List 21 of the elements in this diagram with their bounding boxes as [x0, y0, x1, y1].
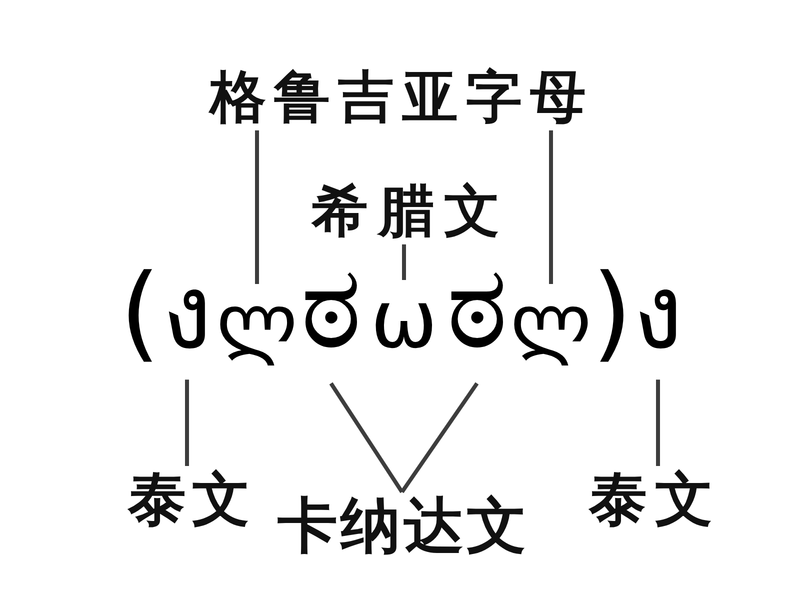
leader-line	[185, 380, 189, 466]
script-name-label: 希腊文	[302, 180, 510, 244]
script-name-label: 格鲁吉亚字母	[202, 66, 594, 130]
kaomoji-character: ง	[162, 260, 212, 380]
kaomoji-character: ლ	[216, 284, 298, 372]
leader-line	[400, 382, 479, 494]
kaomoji-character: ლ	[510, 284, 592, 372]
leader-line	[255, 130, 259, 284]
leader-line	[549, 130, 553, 284]
leader-line	[329, 382, 404, 494]
script-name-label: 泰文	[122, 466, 256, 533]
kaomoji-character: ಠ	[300, 250, 362, 384]
leader-line	[402, 244, 406, 280]
kaomoji-parenthesis: )	[592, 260, 632, 375]
kaomoji-parenthesis: (	[120, 260, 160, 375]
leader-line	[656, 380, 660, 466]
kaomoji-character: ω	[370, 280, 438, 372]
kaomoji-character: ಠ	[446, 250, 508, 384]
kaomoji-character: ง	[632, 260, 684, 380]
script-name-label: 泰文	[581, 466, 721, 533]
script-name-label: 卡纳达文	[274, 492, 530, 561]
